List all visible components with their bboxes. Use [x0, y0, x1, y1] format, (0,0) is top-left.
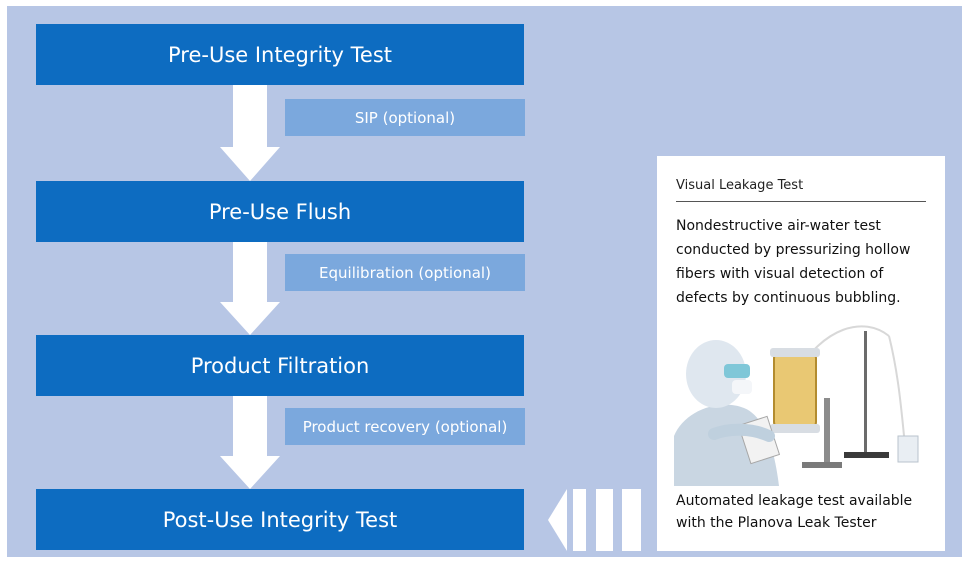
- visual-leakage-test-card: Visual Leakage Test Nondestructive air-w…: [657, 156, 945, 551]
- card-footer: Automated leakage test available with th…: [676, 493, 913, 531]
- step-pre-use-flush: Pre-Use Flush: [36, 181, 524, 242]
- optional-equilibration: Equilibration (optional): [285, 254, 525, 291]
- optional-product-recovery: Product recovery (optional): [285, 408, 525, 445]
- down-arrow-1: [220, 85, 280, 181]
- card-description: Nondestructive air-water test conducted …: [676, 218, 911, 306]
- optional-sip: SIP (optional): [285, 99, 525, 136]
- step-product-filtration: Product Filtration: [36, 335, 524, 396]
- down-arrow-2: [220, 242, 280, 335]
- step-pre-use-integrity-test: Pre-Use Integrity Test: [36, 24, 524, 85]
- technician-photo: [674, 316, 932, 486]
- left-arrow-icon: [548, 489, 641, 551]
- card-title: Visual Leakage Test: [676, 178, 926, 202]
- down-arrow-3: [220, 396, 280, 489]
- step-post-use-integrity-test: Post-Use Integrity Test: [36, 489, 524, 550]
